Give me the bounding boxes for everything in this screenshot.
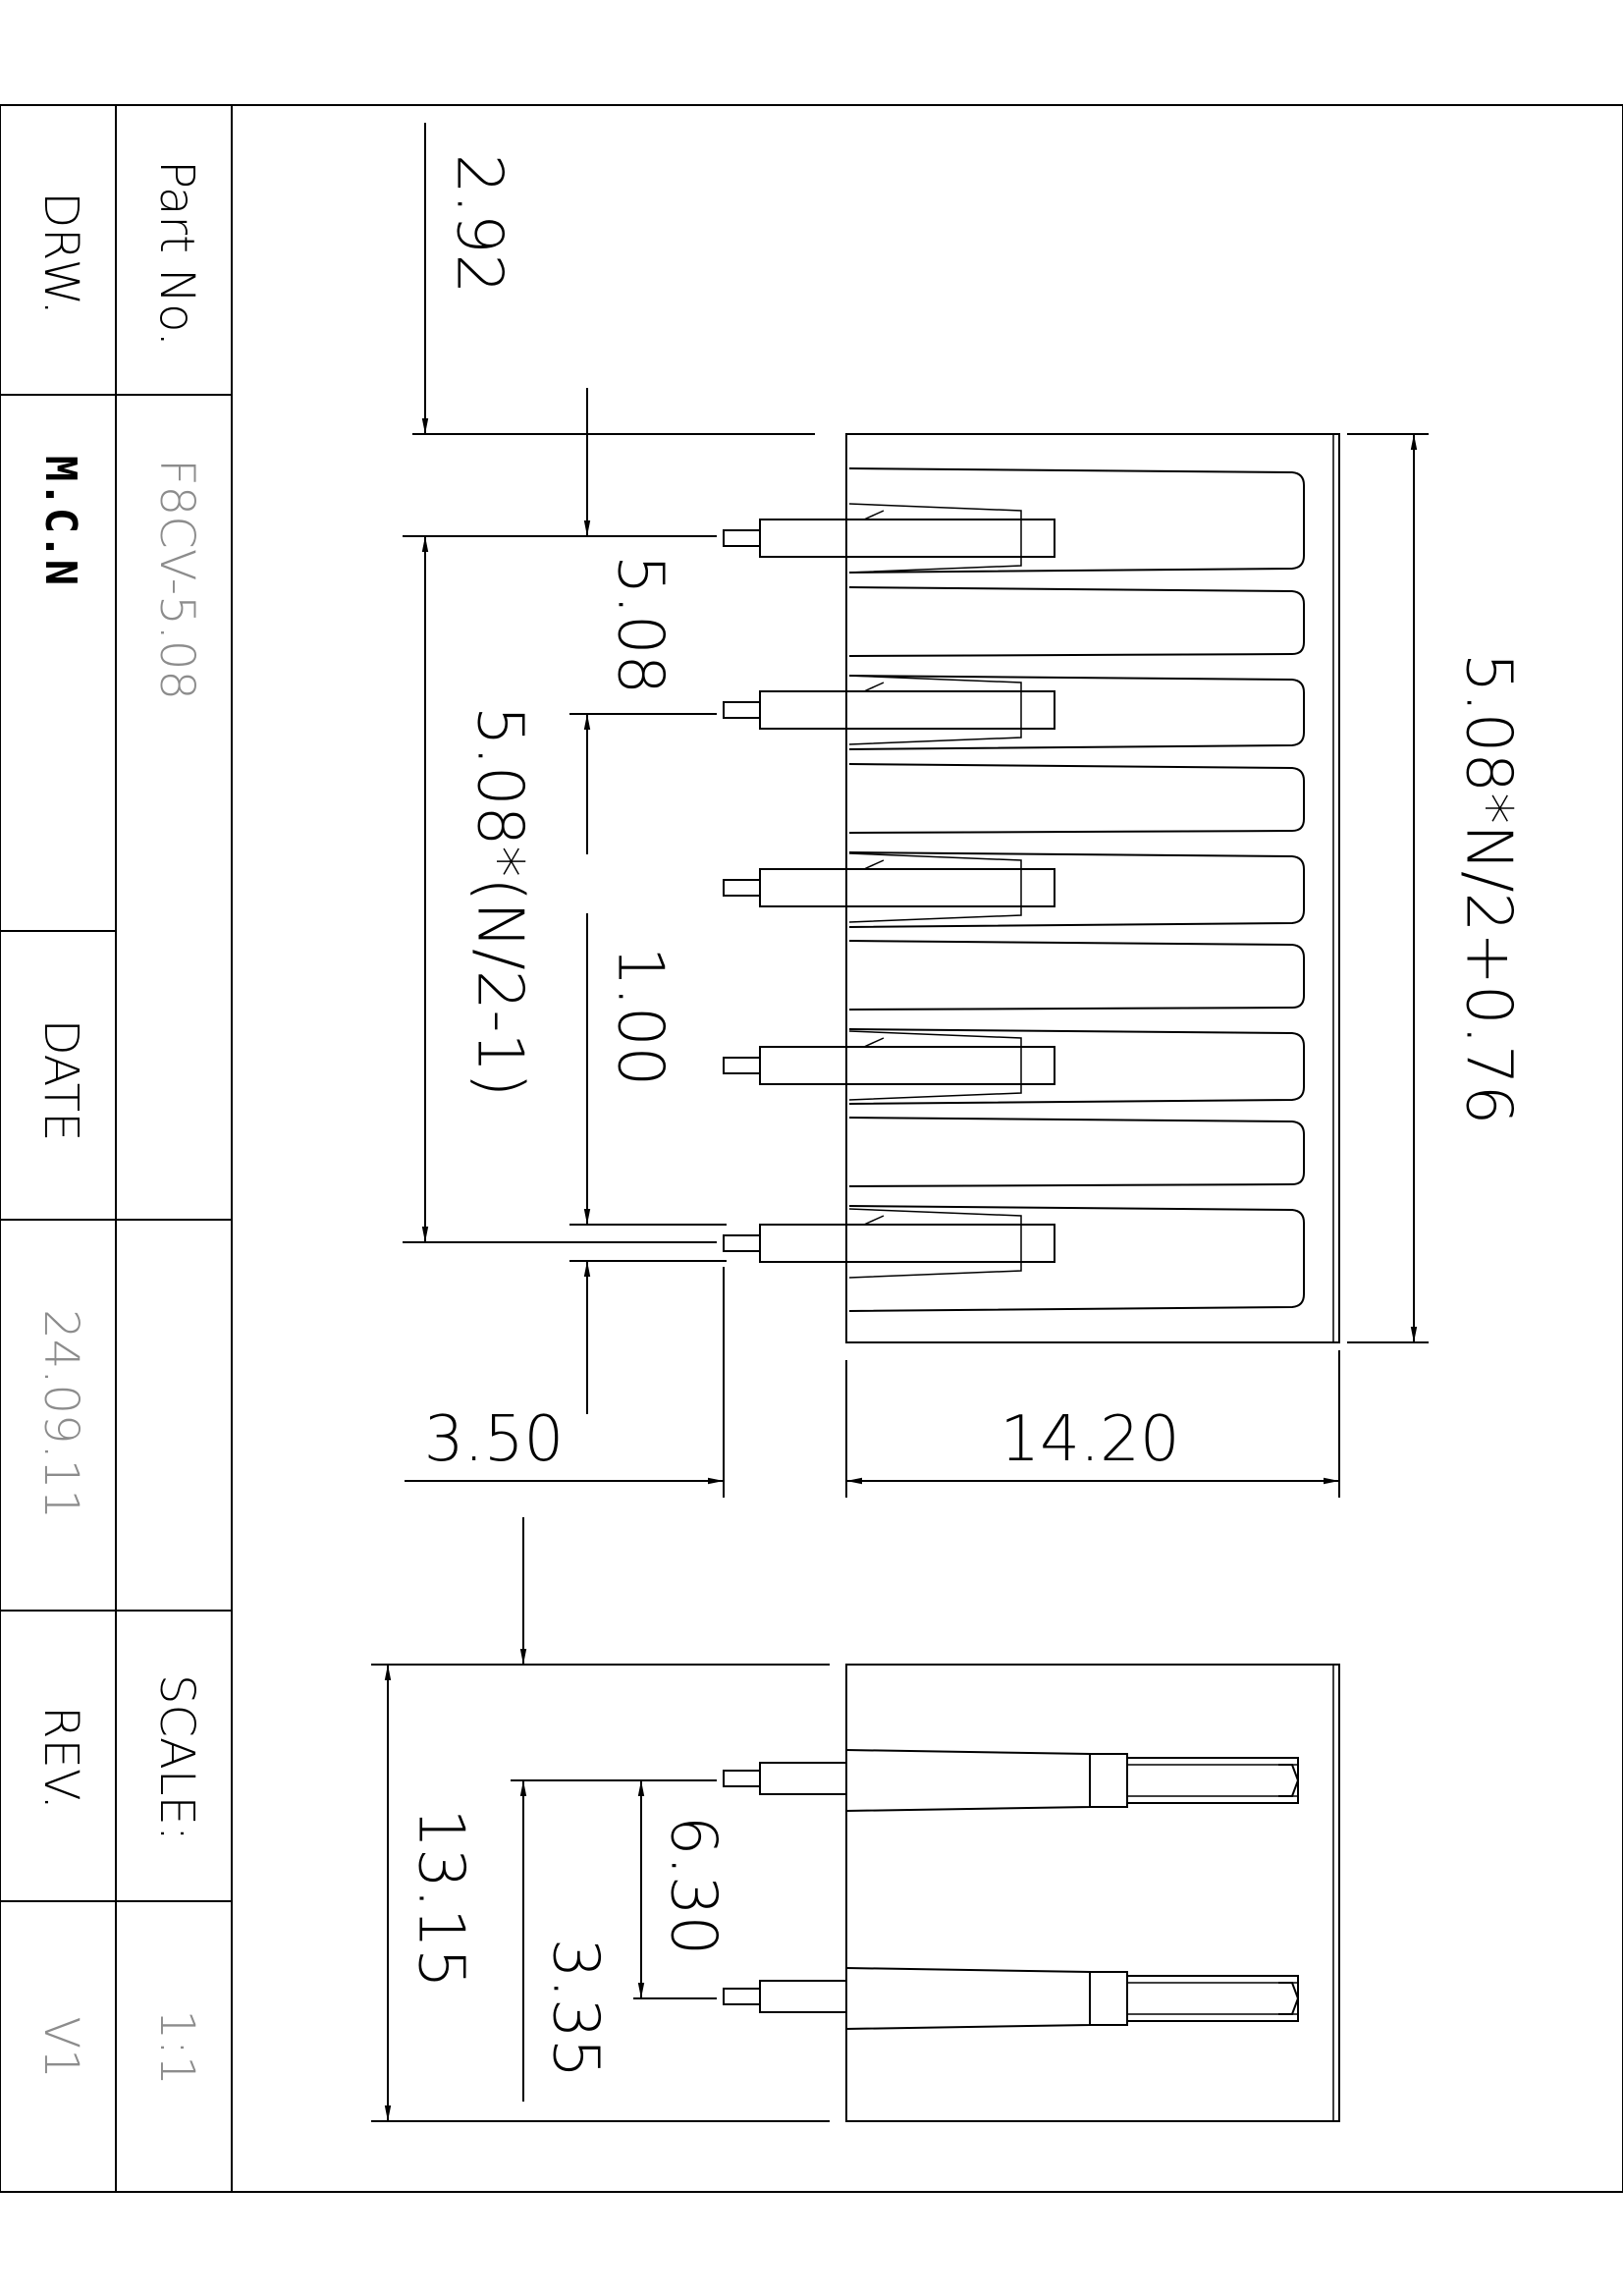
- side-view-dimensions: [371, 1517, 830, 2122]
- title-block: Part No. F8CV-5.08 DRW. M.C.N DATE 24.09…: [33, 160, 204, 2085]
- connector-side-view: [723, 1664, 1340, 2122]
- side-view-dimension-labels: 13.15 6.30 3.35: [405, 1808, 730, 2078]
- dim-3-35: 3.35: [539, 1939, 612, 2079]
- dim-2-92: 2.92: [443, 154, 515, 295]
- dim-6-30: 6.30: [657, 1816, 730, 1956]
- pin-4: [723, 1030, 1055, 1101]
- part-no-label: Part No.: [149, 160, 204, 347]
- pin-2: [723, 675, 1055, 745]
- date-label: DATE: [33, 1019, 88, 1142]
- side-pin-lower: [723, 1967, 1300, 2030]
- pin-1: [723, 503, 1055, 574]
- top-view-dimensions: [403, 123, 1429, 1498]
- connector-top-view: [723, 433, 1340, 1343]
- drawing-frame: [0, 104, 1623, 2193]
- dim-3-50: 3.50: [424, 1403, 565, 1476]
- housing-outline: [845, 433, 1340, 1343]
- scale-value: 1:1: [149, 2009, 204, 2085]
- drw-value: M.C.N: [35, 456, 85, 585]
- dim-13-15: 13.15: [405, 1808, 477, 1988]
- drw-label: DRW.: [33, 191, 88, 315]
- slot-pockets: [848, 467, 1305, 1312]
- rev-label: REV.: [33, 1706, 88, 1810]
- scale-label: SCALE:: [149, 1674, 204, 1841]
- rev-value: V1: [33, 2016, 88, 2078]
- dim-pitch-total: 5.08*(N/2-1): [463, 706, 536, 1097]
- dim-overall-width: 5.08*N/2+0.76: [1452, 653, 1525, 1125]
- side-housing-outline: [845, 1664, 1340, 2122]
- dim-1-00: 1.00: [604, 947, 676, 1087]
- dim-14-20: 14.20: [1000, 1403, 1179, 1476]
- pins-top-view: [723, 503, 1055, 1279]
- date-value: 24.09.11: [33, 1309, 88, 1519]
- part-no-value: F8CV-5.08: [149, 459, 204, 700]
- pin-3: [723, 852, 1055, 923]
- side-pin-upper: [723, 1749, 1300, 1812]
- pin-5: [723, 1208, 1055, 1279]
- dim-5-08: 5.08: [604, 555, 676, 695]
- top-view-dimension-labels: 2.92 5.08 5.08*(N/2-1) 1.00 5.08*N/2+0.7…: [424, 154, 1525, 1476]
